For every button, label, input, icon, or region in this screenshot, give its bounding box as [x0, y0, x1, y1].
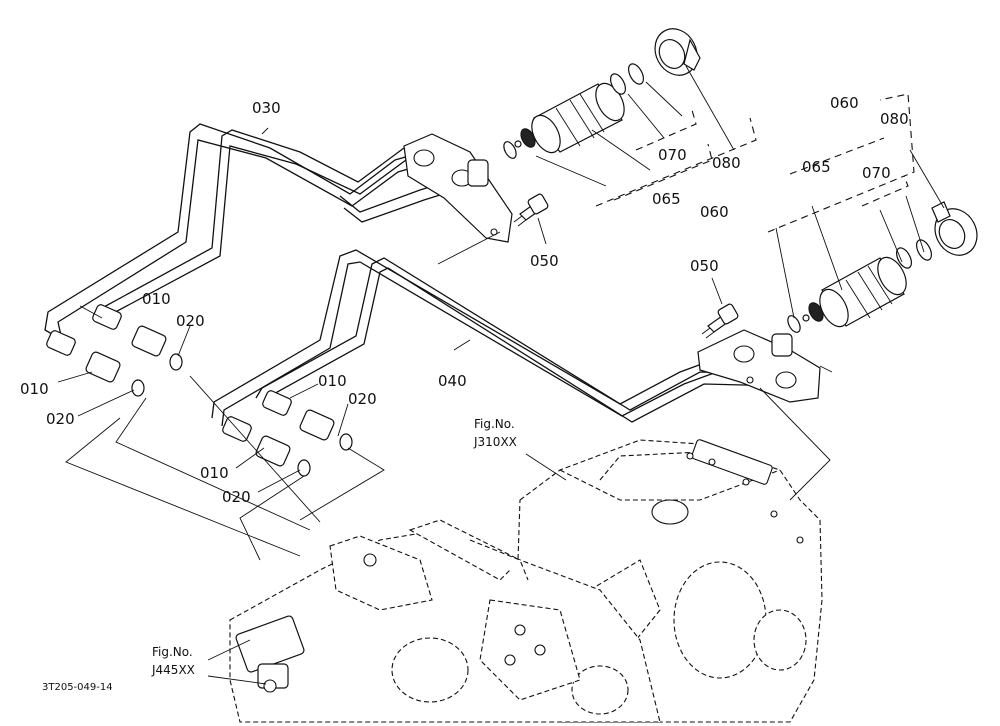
label-060-lower: 060 [830, 94, 859, 112]
o-ring-upper-a [503, 141, 517, 159]
label-010-b: 010 [20, 380, 49, 398]
pipe-030 [44, 123, 457, 341]
coupler-065-upper [514, 82, 625, 154]
label-010-c: 010 [318, 372, 347, 390]
fig-ref-2-title: Fig.No. [152, 645, 193, 659]
label-050-lower: 050 [690, 257, 719, 275]
casting-j445xx [229, 519, 661, 723]
label-060-upper: 060 [700, 203, 729, 221]
label-020-b: 020 [46, 410, 75, 428]
bolt-050-upper [513, 193, 549, 227]
o-ring-070-upper-a [610, 73, 626, 95]
o-ring-070-lower-b [916, 239, 932, 261]
seal-020-b [169, 353, 183, 371]
label-070-lower: 070 [862, 164, 891, 182]
dust-cap-080-lower [931, 201, 978, 256]
label-070-upper: 070 [658, 146, 687, 164]
seal-020-d [339, 433, 353, 451]
leader-lines [57, 65, 945, 685]
bracket-040 [697, 329, 821, 403]
figure-references: Fig.No. J310XX Fig.No. J445XX [151, 417, 517, 677]
fig-ref-1-title: Fig.No. [474, 417, 515, 431]
fittings-left [46, 304, 183, 397]
fittings-middle [222, 390, 353, 477]
bracket-030 [403, 133, 513, 243]
part-labels: 030 040 050 050 060 060 060 065 065 070 … [20, 94, 909, 506]
group-brackets [595, 93, 915, 233]
label-010-d: 010 [200, 464, 229, 482]
label-020-d: 020 [222, 488, 251, 506]
seal-020-a [131, 379, 145, 397]
bolt-050-lower [701, 303, 739, 339]
label-080-upper: 080 [712, 154, 741, 172]
o-ring-lower-a [787, 315, 801, 333]
label-050-upper: 050 [530, 252, 559, 270]
fig-ref-1-code: J310XX [473, 435, 517, 449]
diagram-code: 3T205-049-14 [42, 682, 113, 693]
coupler-065-lower [802, 256, 907, 328]
dust-cap-080-upper [654, 28, 701, 76]
o-ring-070-upper-b [628, 63, 644, 85]
label-030: 030 [252, 99, 281, 117]
label-065-upper: 065 [652, 190, 681, 208]
seal-020-c [297, 459, 311, 477]
label-080-lower: 080 [880, 110, 909, 128]
label-020-a: 020 [176, 312, 205, 330]
label-065-lower: 065 [802, 158, 831, 176]
fig-ref-2-code: J445XX [151, 663, 195, 677]
label-010-a: 010 [142, 290, 171, 308]
o-ring-070-lower-a [896, 247, 912, 269]
label-020-c: 020 [348, 390, 377, 408]
label-040: 040 [438, 372, 467, 390]
pipe-040 [211, 249, 783, 427]
